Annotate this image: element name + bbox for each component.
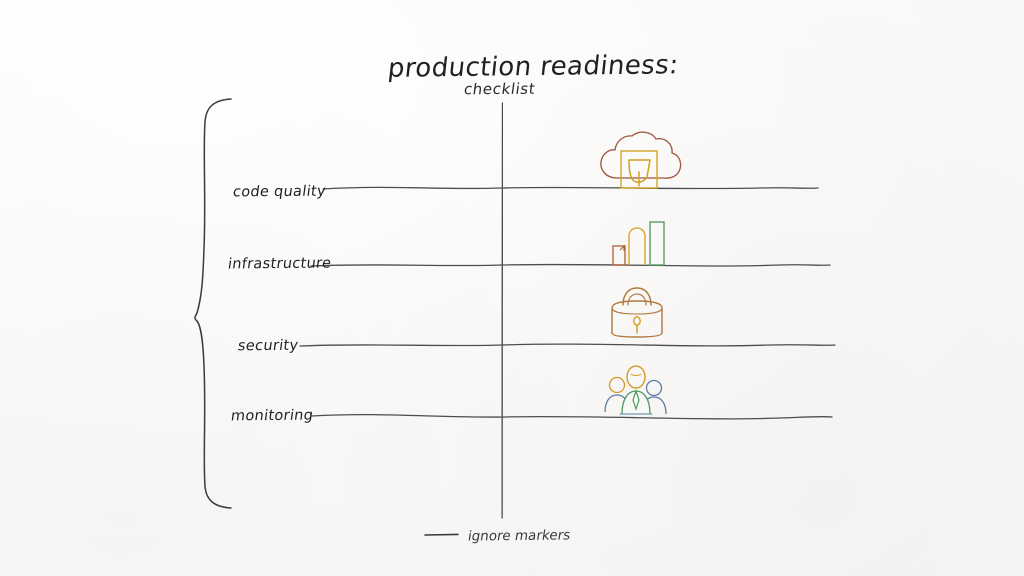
legend-label: ignore markers bbox=[466, 527, 572, 545]
row-line-security bbox=[299, 343, 836, 347]
legend-marker-dash bbox=[424, 533, 459, 536]
row-line-monitoring bbox=[311, 413, 833, 420]
bar-chart-icon bbox=[612, 221, 665, 266]
left-curly-brace bbox=[194, 98, 232, 509]
page-title: production readiness: bbox=[386, 50, 681, 84]
team-people-icon bbox=[604, 365, 667, 415]
page-subtitle: checklist bbox=[462, 79, 537, 99]
row-label-monitoring[interactable]: monitoring bbox=[229, 407, 315, 425]
cloud-shield-icon bbox=[600, 131, 682, 189]
row-label-code-quality[interactable]: code quality bbox=[231, 183, 327, 201]
row-line-infrastructure bbox=[310, 263, 831, 267]
row-label-infrastructure[interactable]: infrastructure bbox=[226, 255, 333, 273]
row-label-security[interactable]: security bbox=[236, 337, 300, 355]
row-line-code-quality bbox=[322, 186, 819, 190]
padlock-icon bbox=[611, 287, 663, 338]
